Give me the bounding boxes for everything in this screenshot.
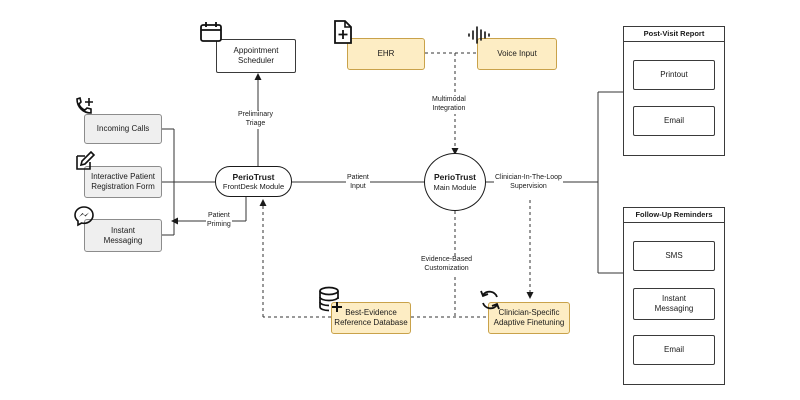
appointment-scheduler-box[interactable]: Appointment Scheduler <box>216 39 296 73</box>
main-module[interactable]: PerioTrust Main Module <box>424 153 486 211</box>
label-preliminary-triage: Preliminary Triage <box>237 111 275 129</box>
scheduler-label-2: Scheduler <box>237 56 275 65</box>
sms-label: SMS <box>665 251 683 261</box>
ehr-box[interactable]: EHR <box>347 38 425 70</box>
reminder-messaging-label: Instant Messaging <box>654 294 694 313</box>
registration-form-label-1: Interactive Patient <box>90 172 156 182</box>
messenger-icon <box>74 206 94 227</box>
label-clinician-supervision: Clinician-In-The-Loop Supervision <box>494 174 563 192</box>
instant-messaging-label-1: Instant <box>110 225 135 235</box>
instant-messaging-box[interactable]: Instant Messaging <box>84 219 162 252</box>
label-multimodal-integration: Multimodal Integration <box>431 96 467 114</box>
label-patient-input: Patient Input <box>346 174 370 192</box>
reference-database-box[interactable]: Best-Evidence Reference Database <box>331 302 411 334</box>
calendar-icon <box>200 22 222 42</box>
database-label-2: Reference Database <box>334 318 408 327</box>
frontdesk-module[interactable]: PerioTrust FrontDesk Module <box>215 166 292 197</box>
post-visit-report-title: Post-Visit Report <box>624 27 724 42</box>
frontdesk-subtitle: FrontDesk Module <box>222 182 285 192</box>
database-label-1: Best-Evidence <box>345 308 397 318</box>
report-email-box[interactable]: Email <box>633 106 715 136</box>
label-evidence-customization: Evidence-Based Customization <box>420 256 473 274</box>
reminder-messaging-box[interactable]: Instant Messaging <box>633 288 715 320</box>
refresh-icon <box>480 290 500 310</box>
post-visit-report-panel: Post-Visit Report Printout Email <box>623 26 725 156</box>
file-plus-icon <box>334 20 352 44</box>
database-plus-icon <box>319 286 342 312</box>
edit-icon <box>76 151 96 170</box>
follow-up-reminders-panel: Follow-Up Reminders SMS Instant Messagin… <box>623 207 725 385</box>
instant-messaging-label-2: Messaging <box>103 235 143 245</box>
voice-input-box[interactable]: Voice Input <box>477 38 557 70</box>
report-email-label: Email <box>663 116 684 126</box>
sound-wave-icon <box>468 26 490 44</box>
incoming-calls-label: Incoming Calls <box>96 124 150 134</box>
finetuning-label-1: Clinician-Specific <box>498 308 560 318</box>
incoming-calls-box[interactable]: Incoming Calls <box>84 114 162 144</box>
frontdesk-title: PerioTrust <box>232 171 275 182</box>
adaptive-finetuning-box[interactable]: Clinician-Specific Adaptive Finetuning <box>488 302 570 334</box>
ehr-label: EHR <box>377 49 395 59</box>
label-patient-priming: Patient Priming <box>206 212 232 230</box>
registration-form-label-2: Registration Form <box>91 182 155 191</box>
scheduler-label-1: Appointment <box>233 46 279 56</box>
main-module-subtitle: Main Module <box>433 182 477 192</box>
main-module-title: PerioTrust <box>433 172 477 183</box>
voice-input-label: Voice Input <box>497 49 537 59</box>
reminder-email-label: Email <box>663 345 684 355</box>
follow-up-reminders-title: Follow-Up Reminders <box>624 208 724 223</box>
printout-label: Printout <box>660 70 688 80</box>
finetuning-label-2: Adaptive Finetuning <box>493 318 565 327</box>
reminder-email-box[interactable]: Email <box>633 335 715 365</box>
sms-box[interactable]: SMS <box>633 241 715 271</box>
registration-form-box[interactable]: Interactive Patient Registration Form <box>84 166 162 198</box>
printout-box[interactable]: Printout <box>633 60 715 90</box>
phone-plus-icon <box>76 96 93 114</box>
